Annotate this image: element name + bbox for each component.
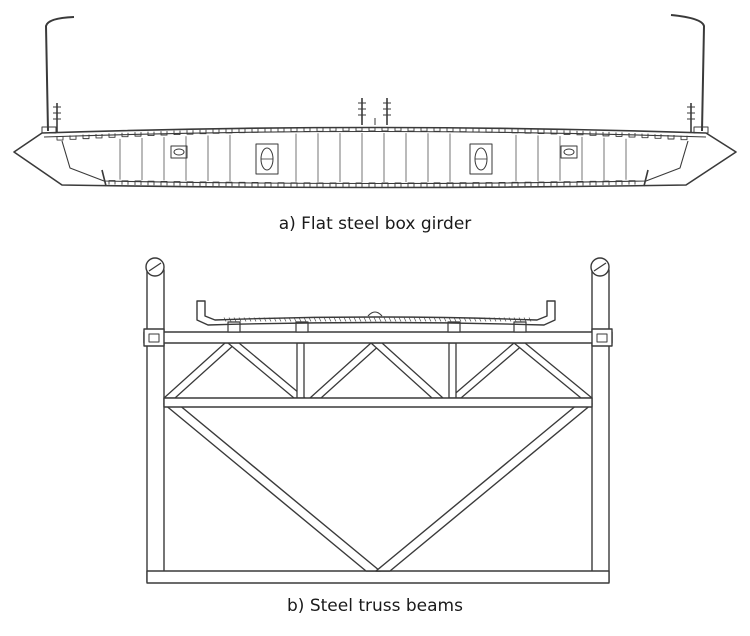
web-stroke-left bbox=[101, 169, 107, 187]
panel-b-caption: b) Steel truss beams bbox=[287, 596, 463, 616]
vertical-post-right bbox=[591, 269, 610, 583]
box-girder-drawing bbox=[13, 14, 737, 189]
bottom-chord bbox=[146, 570, 610, 584]
top-chord bbox=[143, 331, 613, 344]
web-stroke-right bbox=[643, 169, 649, 187]
road-deck bbox=[196, 300, 556, 326]
box-girder-inner-outline bbox=[61, 140, 689, 185]
truss-beam-drawing bbox=[143, 257, 613, 584]
light-pole-left bbox=[45, 16, 75, 132]
truss-vertical-right bbox=[448, 342, 457, 399]
box-girder-outline bbox=[13, 126, 737, 189]
truss-vertical-left bbox=[296, 342, 305, 399]
diaphragm-lines bbox=[119, 133, 627, 182]
railing-right bbox=[687, 103, 709, 134]
deck-support-1 bbox=[227, 321, 241, 333]
top-joint-right bbox=[591, 328, 613, 347]
middle-chord bbox=[163, 397, 593, 408]
top-deck-plate bbox=[43, 130, 707, 138]
median-barrier bbox=[358, 98, 391, 125]
deck-support-3 bbox=[447, 321, 461, 333]
manhole-large-right bbox=[469, 143, 493, 175]
railing-left bbox=[41, 103, 61, 134]
deck-support-2 bbox=[295, 321, 309, 333]
top-joint-left bbox=[143, 328, 165, 347]
bottom-plate-stiffeners bbox=[108, 180, 636, 187]
lower-diagonal-left bbox=[163, 403, 381, 572]
cable-anchor-left bbox=[145, 257, 165, 277]
manhole-small-right bbox=[560, 145, 578, 159]
deck-pavement-hatch bbox=[223, 317, 532, 322]
deck-support-4 bbox=[513, 321, 527, 333]
cable-anchor-right bbox=[590, 257, 610, 277]
lower-diagonal-right bbox=[375, 403, 593, 572]
manhole-small-left bbox=[170, 145, 188, 159]
top-deck-stiffeners bbox=[56, 127, 688, 141]
panel-a-caption: a) Flat steel box girder bbox=[278, 214, 472, 234]
vertical-post-left bbox=[146, 269, 165, 583]
top-joint-left-inner bbox=[148, 333, 160, 343]
deck-crown bbox=[367, 311, 383, 317]
light-pole-right bbox=[670, 14, 705, 132]
manhole-large-left bbox=[255, 143, 279, 175]
top-joint-right-inner bbox=[596, 333, 608, 343]
upper-truss-diagonals bbox=[163, 342, 593, 399]
